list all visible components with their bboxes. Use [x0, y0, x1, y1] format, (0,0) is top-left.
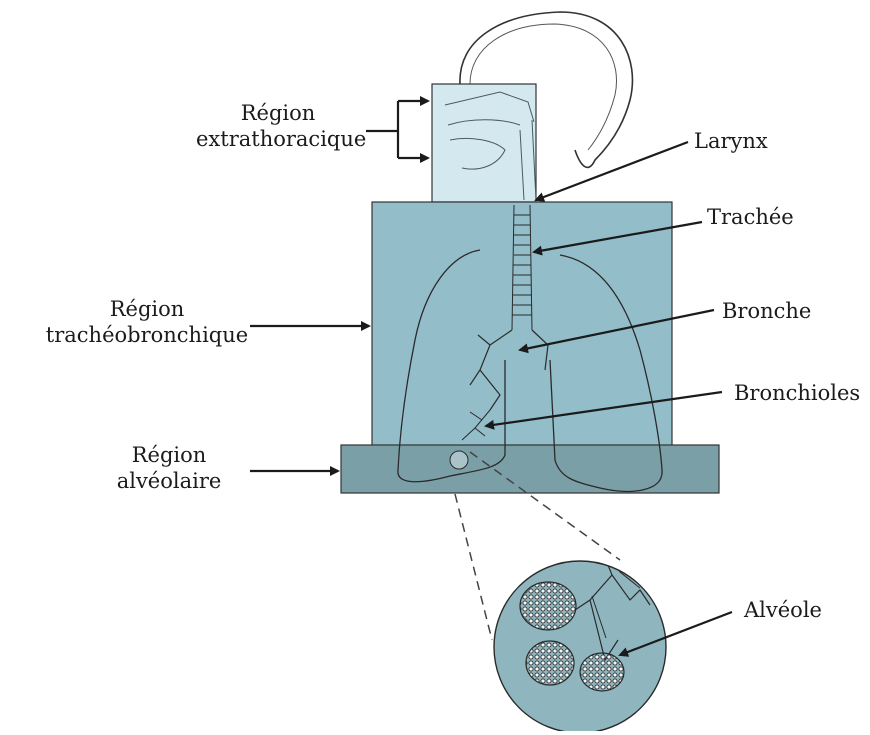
region-tracheobronchial-line2: trachéobronchique — [42, 322, 252, 348]
tracheobronchial-region-box — [372, 202, 672, 448]
bronchioles-label: Bronchioles — [734, 380, 860, 406]
alveole-label: Alvéole — [744, 597, 822, 623]
region-alveolar-line2: alvéolaire — [114, 468, 224, 494]
region-tracheobronchial-line1: Région — [42, 296, 252, 322]
trachee-label: Trachée — [707, 204, 794, 230]
magnifier-guide-left — [455, 494, 492, 640]
region-alveolar-line1: Région — [114, 442, 224, 468]
alveolus-cluster-small — [450, 451, 468, 469]
region-extrathoracic-line2: extrathoracique — [196, 126, 360, 152]
region-extrathoracic-line1: Région — [196, 100, 360, 126]
larynx-pointer — [536, 142, 688, 200]
bronche-label: Bronche — [722, 298, 811, 324]
region-alveolar-label: Région alvéolaire — [114, 442, 224, 494]
extrathoracic-bracket — [366, 101, 428, 158]
magnifier-circle — [494, 561, 666, 731]
region-tracheobronchial-label: Région trachéobronchique — [42, 296, 252, 348]
larynx-label: Larynx — [694, 128, 768, 154]
region-extrathoracic-label: Région extrathoracique — [196, 100, 360, 152]
